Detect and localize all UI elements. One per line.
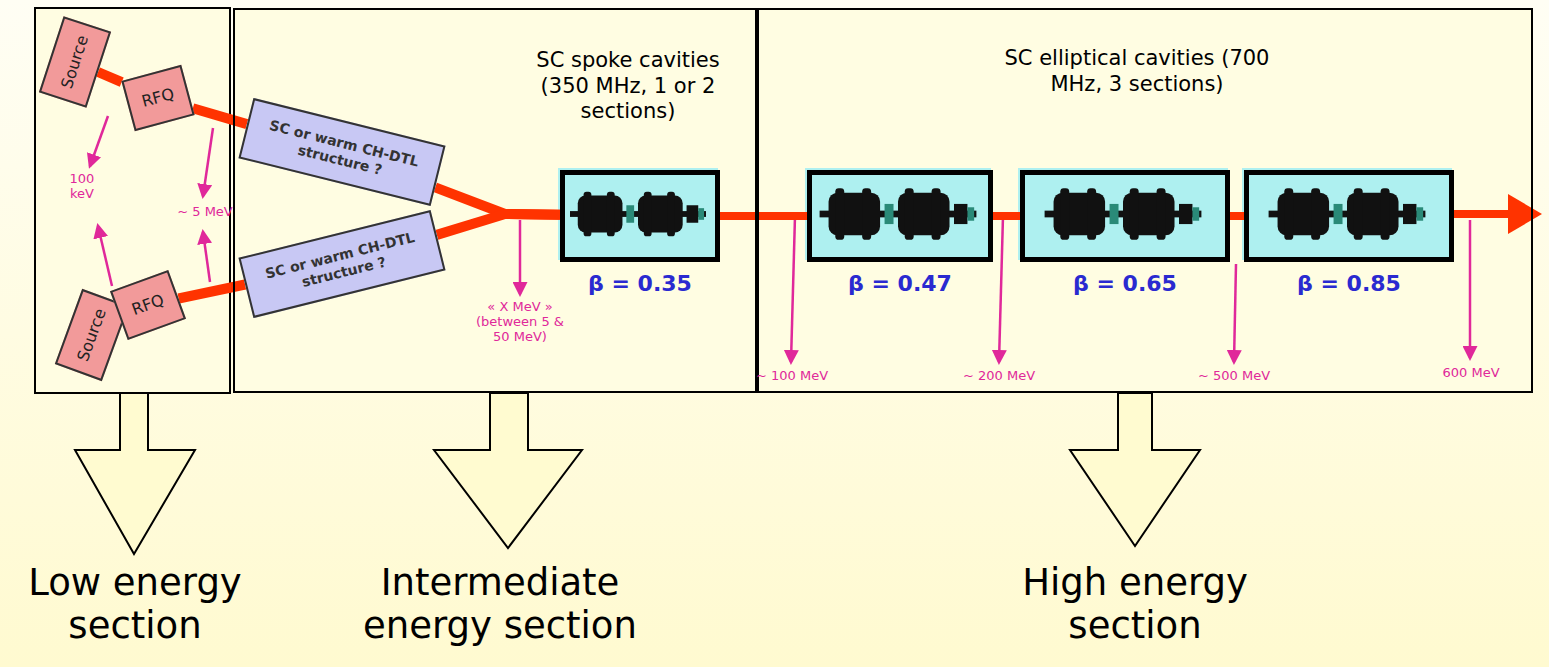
low-energy-panel bbox=[35, 8, 230, 393]
dtl-box: SC or warm CH-DTL structure ? bbox=[238, 98, 445, 206]
cryomodule-fill bbox=[805, 168, 991, 260]
high-energy-panel: SC elliptical cavities (700 MHz, 3 secti… bbox=[757, 8, 1533, 393]
beta-label: β = 0.85 bbox=[1239, 271, 1459, 296]
beam-line bbox=[993, 212, 1020, 220]
beam-line bbox=[437, 214, 560, 235]
elliptical-cryomodule: β = 0.85 bbox=[1244, 170, 1454, 262]
section-name: High energy section bbox=[985, 562, 1285, 647]
cavity-symbol bbox=[570, 192, 706, 237]
box-label: RFQ bbox=[129, 290, 166, 319]
panel-ground bbox=[233, 8, 757, 393]
energy-marker bbox=[203, 232, 210, 282]
energy-marker bbox=[98, 226, 112, 286]
cryomodule-fill bbox=[1018, 168, 1228, 260]
beam-line bbox=[720, 212, 807, 220]
beam-line bbox=[193, 108, 247, 124]
energy-marker bbox=[1234, 264, 1236, 362]
beta-label: β = 0.47 bbox=[802, 271, 998, 296]
beta-label: β = 0.35 bbox=[555, 271, 725, 296]
dtl-box: SC or warm CH-DTL structure ? bbox=[238, 210, 445, 318]
section-heading: SC elliptical cavities (700 MHz, 3 secti… bbox=[977, 46, 1297, 97]
energy-label: ~ 5 MeV bbox=[172, 205, 238, 220]
energy-marker bbox=[90, 116, 108, 166]
spoke-cryomodule: β = 0.35 bbox=[560, 170, 720, 262]
energy-label: 100 keV bbox=[60, 172, 104, 202]
box-label: Source bbox=[57, 33, 92, 91]
energy-label: ~ 100 MeV bbox=[752, 369, 832, 384]
section-name: Low energy section bbox=[4, 562, 266, 647]
section-pointer bbox=[75, 393, 195, 554]
cryomodule-fill bbox=[1242, 168, 1452, 260]
energy-marker bbox=[519, 220, 522, 294]
beam-line bbox=[98, 72, 122, 82]
energy-marker bbox=[999, 216, 1003, 362]
box-label: Source bbox=[74, 306, 111, 364]
energy-marker bbox=[203, 128, 213, 196]
section-name: Intermediate energy section bbox=[335, 562, 665, 647]
beam-line bbox=[1452, 210, 1514, 218]
cavity-symbol bbox=[1269, 188, 1426, 240]
energy-marker bbox=[791, 216, 795, 362]
energy-marker bbox=[1469, 220, 1472, 358]
panel-ground bbox=[757, 8, 1533, 393]
cryomodule-fill bbox=[558, 168, 718, 260]
section-pointer bbox=[434, 393, 582, 548]
energy-label: 600 MeV bbox=[1434, 366, 1508, 381]
beam-line bbox=[179, 285, 246, 299]
cavity-symbol bbox=[820, 188, 977, 240]
section-pointer bbox=[1070, 393, 1200, 546]
energy-label: ~ 500 MeV bbox=[1194, 369, 1274, 384]
section-heading: SC spoke cavities (350 MHz, 1 or 2 secti… bbox=[517, 48, 739, 125]
beta-label: β = 0.65 bbox=[1015, 271, 1235, 296]
beam-line bbox=[1230, 212, 1244, 220]
elliptical-cryomodule: β = 0.47 bbox=[807, 170, 993, 262]
beam-arrowhead bbox=[1508, 194, 1542, 234]
energy-label: ~ 200 MeV bbox=[959, 369, 1039, 384]
energy-label: « X MeV » (between 5 & 50 MeV) bbox=[470, 300, 570, 345]
box-label: SC or warm CH-DTL structure ? bbox=[248, 225, 437, 303]
cavity-symbol bbox=[1045, 188, 1202, 240]
elliptical-cryomodule: β = 0.65 bbox=[1020, 170, 1230, 262]
box-label: SC or warm CH-DTL structure ? bbox=[248, 113, 437, 191]
box-label: RFQ bbox=[140, 84, 177, 111]
